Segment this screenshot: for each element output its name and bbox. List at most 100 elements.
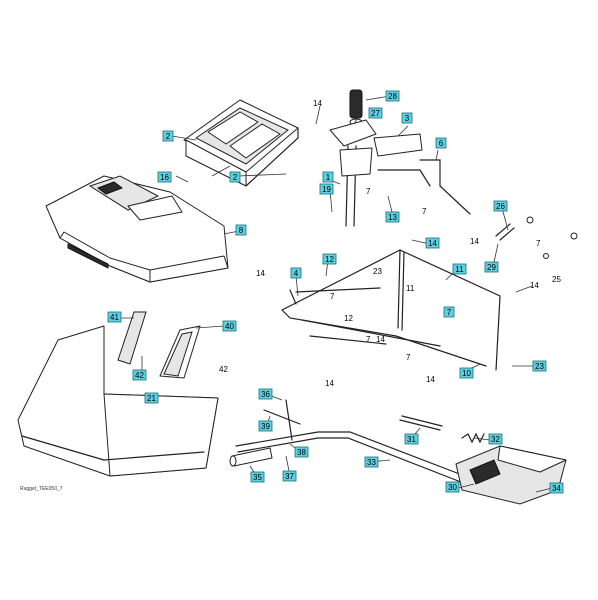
svg-text:11: 11 [455, 265, 464, 274]
svg-text:2: 2 [166, 132, 171, 141]
svg-text:10: 10 [462, 369, 471, 378]
handle-grip [229, 447, 273, 467]
callout-29[interactable]: 29 [484, 261, 499, 273]
svg-text:38: 38 [297, 448, 306, 457]
label-42: 42 [219, 365, 228, 374]
deck-bracket [455, 445, 567, 505]
svg-text:4: 4 [294, 269, 299, 278]
svg-text:21: 21 [147, 394, 156, 403]
svg-text:1: 1 [326, 173, 331, 182]
label-7c: 7 [330, 292, 335, 301]
strap-part [117, 311, 147, 365]
callout-30[interactable]: 30 [445, 481, 460, 493]
side-shroud [17, 325, 219, 477]
svg-text:31: 31 [407, 435, 416, 444]
callout-40[interactable]: 40 [222, 320, 237, 332]
callout-7[interactable]: 7 [443, 306, 455, 318]
callout-28[interactable]: 28 [385, 90, 400, 102]
label-14g: 14 [376, 335, 385, 344]
svg-text:3: 3 [405, 114, 410, 123]
callout-13[interactable]: 13 [385, 211, 400, 223]
callout-1[interactable]: 1 [322, 171, 334, 183]
callout-19[interactable]: 19 [319, 183, 334, 195]
svg-text:2: 2 [233, 173, 238, 182]
svg-text:28: 28 [388, 92, 397, 101]
label-7a: 7 [366, 187, 371, 196]
hood-panel-upper [183, 99, 299, 187]
label-14f: 14 [530, 281, 539, 290]
callout-39[interactable]: 39 [258, 420, 273, 432]
mount-bracket [373, 133, 471, 215]
callout-16[interactable]: 16 [157, 171, 172, 183]
callout-41[interactable]: 41 [107, 311, 122, 323]
callout-23[interactable]: 23 [532, 360, 547, 372]
pin-set [495, 216, 578, 259]
rod-31 [399, 415, 443, 431]
svg-text:8: 8 [239, 226, 244, 235]
svg-text:30: 30 [448, 483, 457, 492]
label-25: 25 [552, 275, 561, 284]
callout-37[interactable]: 37 [282, 470, 297, 482]
cover-piece [159, 325, 201, 379]
callout-21[interactable]: 21 [144, 392, 159, 404]
callout-31[interactable]: 31 [404, 433, 419, 445]
svg-text:34: 34 [552, 484, 561, 493]
callout-6[interactable]: 6 [435, 137, 447, 149]
callout-36[interactable]: 36 [258, 388, 273, 400]
svg-text:41: 41 [110, 313, 119, 322]
svg-text:14: 14 [428, 239, 437, 248]
callout-27[interactable]: 27 [368, 107, 383, 119]
label-7e: 7 [406, 353, 411, 362]
callout-35[interactable]: 35 [250, 471, 265, 483]
svg-text:16: 16 [160, 173, 169, 182]
control-frame [281, 249, 501, 371]
svg-text:23: 23 [535, 362, 544, 371]
spring-32 [461, 432, 485, 444]
steering-column [329, 89, 377, 227]
svg-text:19: 19 [322, 185, 331, 194]
svg-text:35: 35 [253, 473, 262, 482]
svg-text:42: 42 [135, 371, 144, 380]
svg-text:26: 26 [496, 202, 505, 211]
callout-42[interactable]: 42 [132, 369, 147, 381]
callout-3[interactable]: 3 [401, 112, 413, 124]
hood-main-body [45, 175, 229, 283]
rod-39 [263, 399, 301, 441]
callout-34[interactable]: 34 [549, 482, 564, 494]
callout-2a[interactable]: 2 [162, 130, 174, 142]
svg-text:32: 32 [491, 435, 500, 444]
callout-10[interactable]: 10 [459, 367, 474, 379]
svg-text:6: 6 [439, 139, 444, 148]
label-14b: 14 [470, 237, 479, 246]
label-11: 11 [406, 284, 415, 293]
svg-text:12: 12 [325, 255, 334, 264]
reference-code: Rugget_TEE050_7 [20, 486, 63, 492]
label-14a: 14 [313, 99, 322, 108]
callout-12[interactable]: 12 [322, 253, 337, 265]
svg-text:39: 39 [261, 422, 270, 431]
callout-32[interactable]: 32 [488, 433, 503, 445]
label-14d: 14 [325, 379, 334, 388]
label-7b: 7 [536, 239, 541, 248]
svg-text:27: 27 [371, 109, 380, 118]
callout-33[interactable]: 33 [364, 456, 379, 468]
label-7d: 7 [366, 335, 371, 344]
svg-text:36: 36 [261, 390, 270, 399]
label-12: 12 [344, 314, 353, 323]
label-7f: 7 [422, 207, 427, 216]
label-23: 23 [373, 267, 382, 276]
lift-rod [235, 431, 471, 485]
svg-text:33: 33 [367, 458, 376, 467]
label-14c: 14 [256, 269, 265, 278]
callout-11[interactable]: 11 [452, 263, 467, 275]
callout-4[interactable]: 4 [290, 267, 302, 279]
callout-26[interactable]: 26 [493, 200, 508, 212]
callout-2b[interactable]: 2 [229, 171, 241, 183]
callout-8[interactable]: 8 [235, 224, 247, 236]
svg-text:13: 13 [388, 213, 397, 222]
callout-14[interactable]: 14 [425, 237, 440, 249]
svg-text:37: 37 [285, 472, 294, 481]
label-14e: 14 [426, 375, 435, 384]
callout-38[interactable]: 38 [294, 446, 309, 458]
